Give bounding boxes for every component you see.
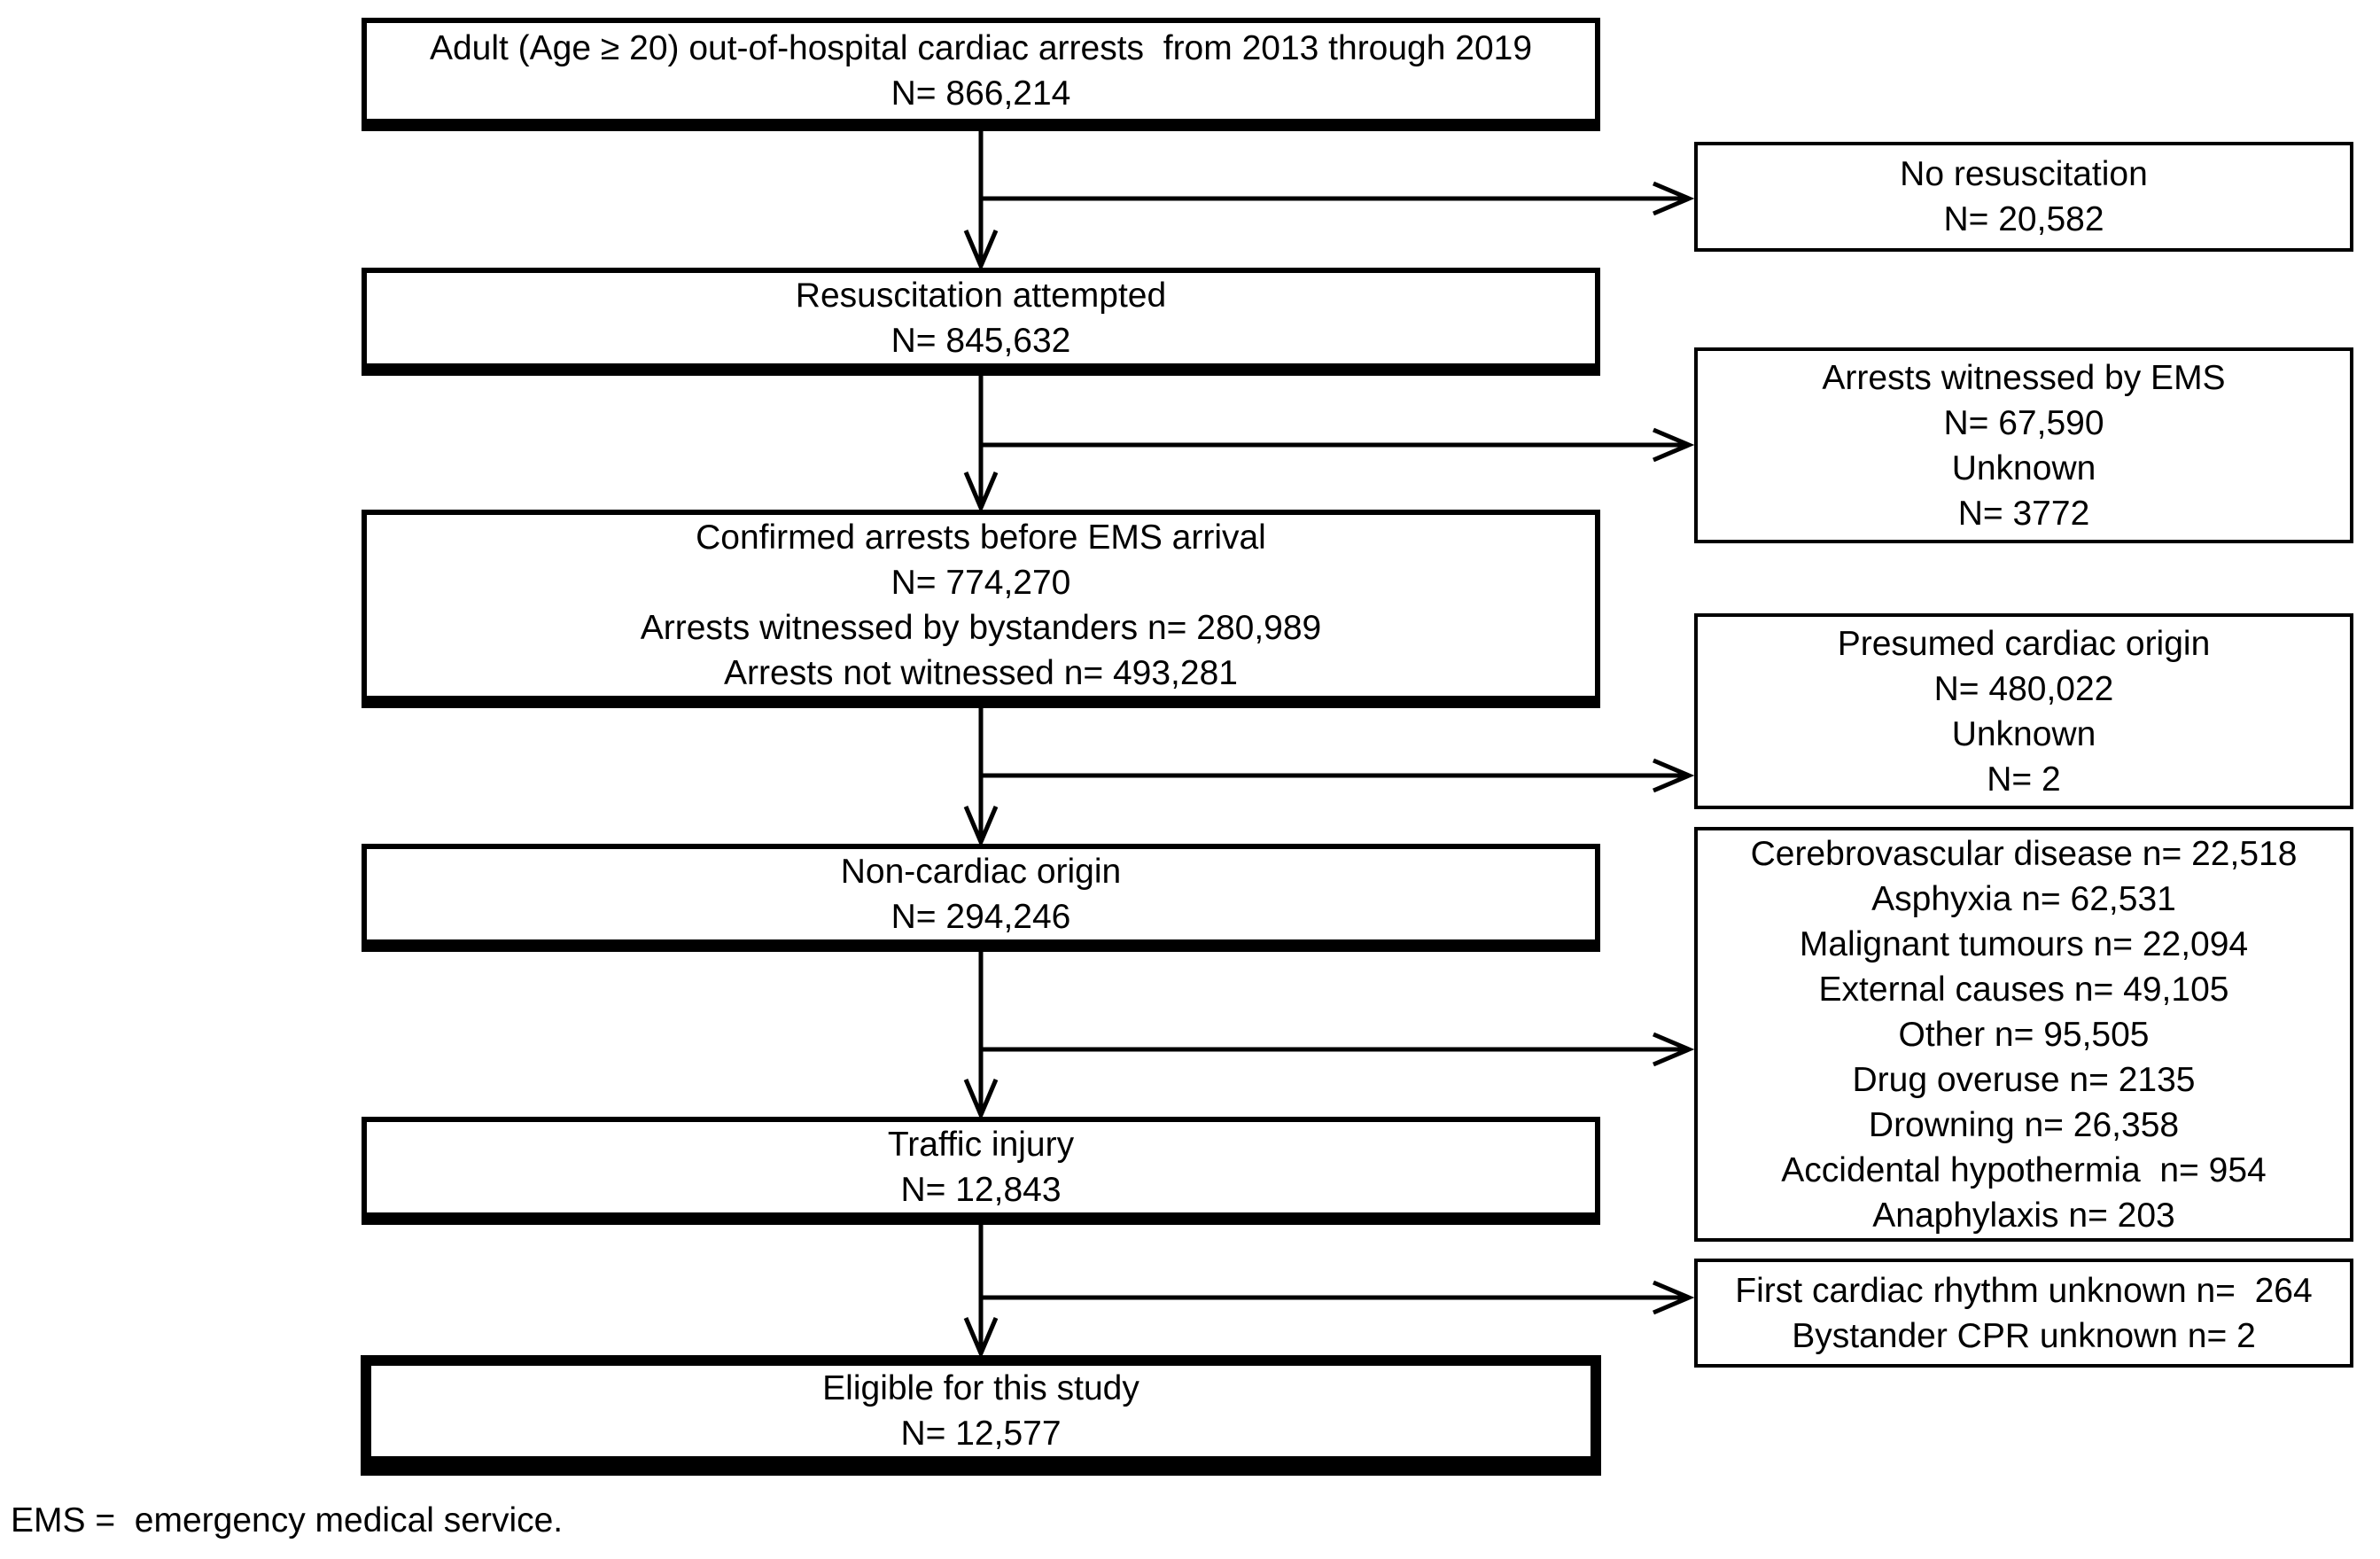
box-ohca-total: Adult (Age ≥ 20) out-of-hospital cardiac… xyxy=(362,18,1600,131)
box-text-line: Anaphylaxis n= 203 xyxy=(1872,1196,2175,1235)
box-ems-witnessed-exclusion: Arrests witnessed by EMS N= 67,590 Unkno… xyxy=(1694,347,2353,543)
box-count: N= 866,214 xyxy=(891,74,1071,113)
box-text-line: Drowning n= 26,358 xyxy=(1868,1105,2180,1144)
box-eligible-for-study: Eligible for this study N= 12,577 xyxy=(361,1355,1601,1476)
box-text-line: Unknown xyxy=(1951,448,2096,487)
box-count: N= 480,022 xyxy=(1933,669,2114,708)
box-text-line: Accidental hypothermia n= 954 xyxy=(1781,1150,2267,1189)
box-count: N= 774,270 xyxy=(891,564,1071,602)
box-text-line: Arrests witnessed by bystanders n= 280,9… xyxy=(640,609,1322,647)
box-no-resuscitation: No resuscitation N= 20,582 xyxy=(1694,142,2353,252)
box-text-line: Arrests witnessed by EMS xyxy=(1822,358,2226,397)
box-text-line: Adult (Age ≥ 20) out-of-hospital cardiac… xyxy=(429,29,1533,67)
arrow-down-1 xyxy=(963,124,999,272)
box-count: N= 3772 xyxy=(1957,494,2090,533)
box-non-cardiac-causes-exclusion: Cerebrovascular disease n= 22,518 Asphyx… xyxy=(1694,827,2353,1242)
box-count: N= 12,843 xyxy=(900,1171,1062,1209)
box-text-line: Bystander CPR unknown n= 2 xyxy=(1792,1316,2256,1355)
box-count: N= 67,590 xyxy=(1943,403,2104,442)
box-count: N= 20,582 xyxy=(1943,200,2104,238)
box-text-line: First cardiac rhythm unknown n= 264 xyxy=(1735,1271,2313,1310)
box-text-line: Resuscitation attempted xyxy=(795,277,1167,315)
arrow-down-2 xyxy=(963,372,999,514)
arrow-down-5 xyxy=(963,1221,999,1360)
arrow-right-3 xyxy=(981,758,1695,793)
box-text-line: Traffic injury xyxy=(887,1126,1075,1164)
box-non-cardiac-origin: Non-cardiac origin N= 294,246 xyxy=(362,844,1600,952)
box-text-line: Arrests not witnessed n= 493,281 xyxy=(724,654,1238,692)
box-unknown-rhythm-cpr-exclusion: First cardiac rhythm unknown n= 264 Byst… xyxy=(1694,1259,2353,1368)
box-resuscitation-attempted: Resuscitation attempted N= 845,632 xyxy=(362,268,1600,376)
box-text-line: Asphyxia n= 62,531 xyxy=(1871,879,2176,918)
box-text-line: No resuscitation xyxy=(1900,155,2148,193)
arrow-right-4 xyxy=(981,1032,1695,1067)
box-text-line: Confirmed arrests before EMS arrival xyxy=(696,518,1266,557)
box-text-line: Other n= 95,505 xyxy=(1898,1015,2150,1054)
box-text-line: Cerebrovascular disease n= 22,518 xyxy=(1750,834,2298,873)
box-text-line: Malignant tumours n= 22,094 xyxy=(1799,924,2249,963)
box-presumed-cardiac-origin-exclusion: Presumed cardiac origin N= 480,022 Unkno… xyxy=(1694,613,2353,809)
arrow-right-2 xyxy=(981,427,1695,463)
box-text-line: Eligible for this study xyxy=(822,1369,1139,1407)
box-count: N= 12,577 xyxy=(900,1415,1062,1453)
arrow-right-5 xyxy=(981,1280,1695,1315)
box-text-line: Non-cardiac origin xyxy=(840,853,1122,891)
box-count: N= 2 xyxy=(1987,760,2061,799)
box-text-line: Unknown xyxy=(1951,714,2096,753)
box-text-line: Drug overuse n= 2135 xyxy=(1852,1060,2196,1099)
box-count: N= 294,246 xyxy=(891,898,1071,936)
box-count: N= 845,632 xyxy=(891,322,1071,360)
footnote-ems-abbreviation: EMS = emergency medical service. xyxy=(11,1501,564,1540)
box-traffic-injury: Traffic injury N= 12,843 xyxy=(362,1117,1600,1225)
box-confirmed-arrests: Confirmed arrests before EMS arrival N= … xyxy=(362,510,1600,708)
arrow-down-4 xyxy=(963,948,999,1121)
box-text-line: Presumed cardiac origin xyxy=(1837,624,2211,663)
arrow-right-1 xyxy=(981,181,1695,216)
box-text-line: External causes n= 49,105 xyxy=(1818,970,2229,1009)
